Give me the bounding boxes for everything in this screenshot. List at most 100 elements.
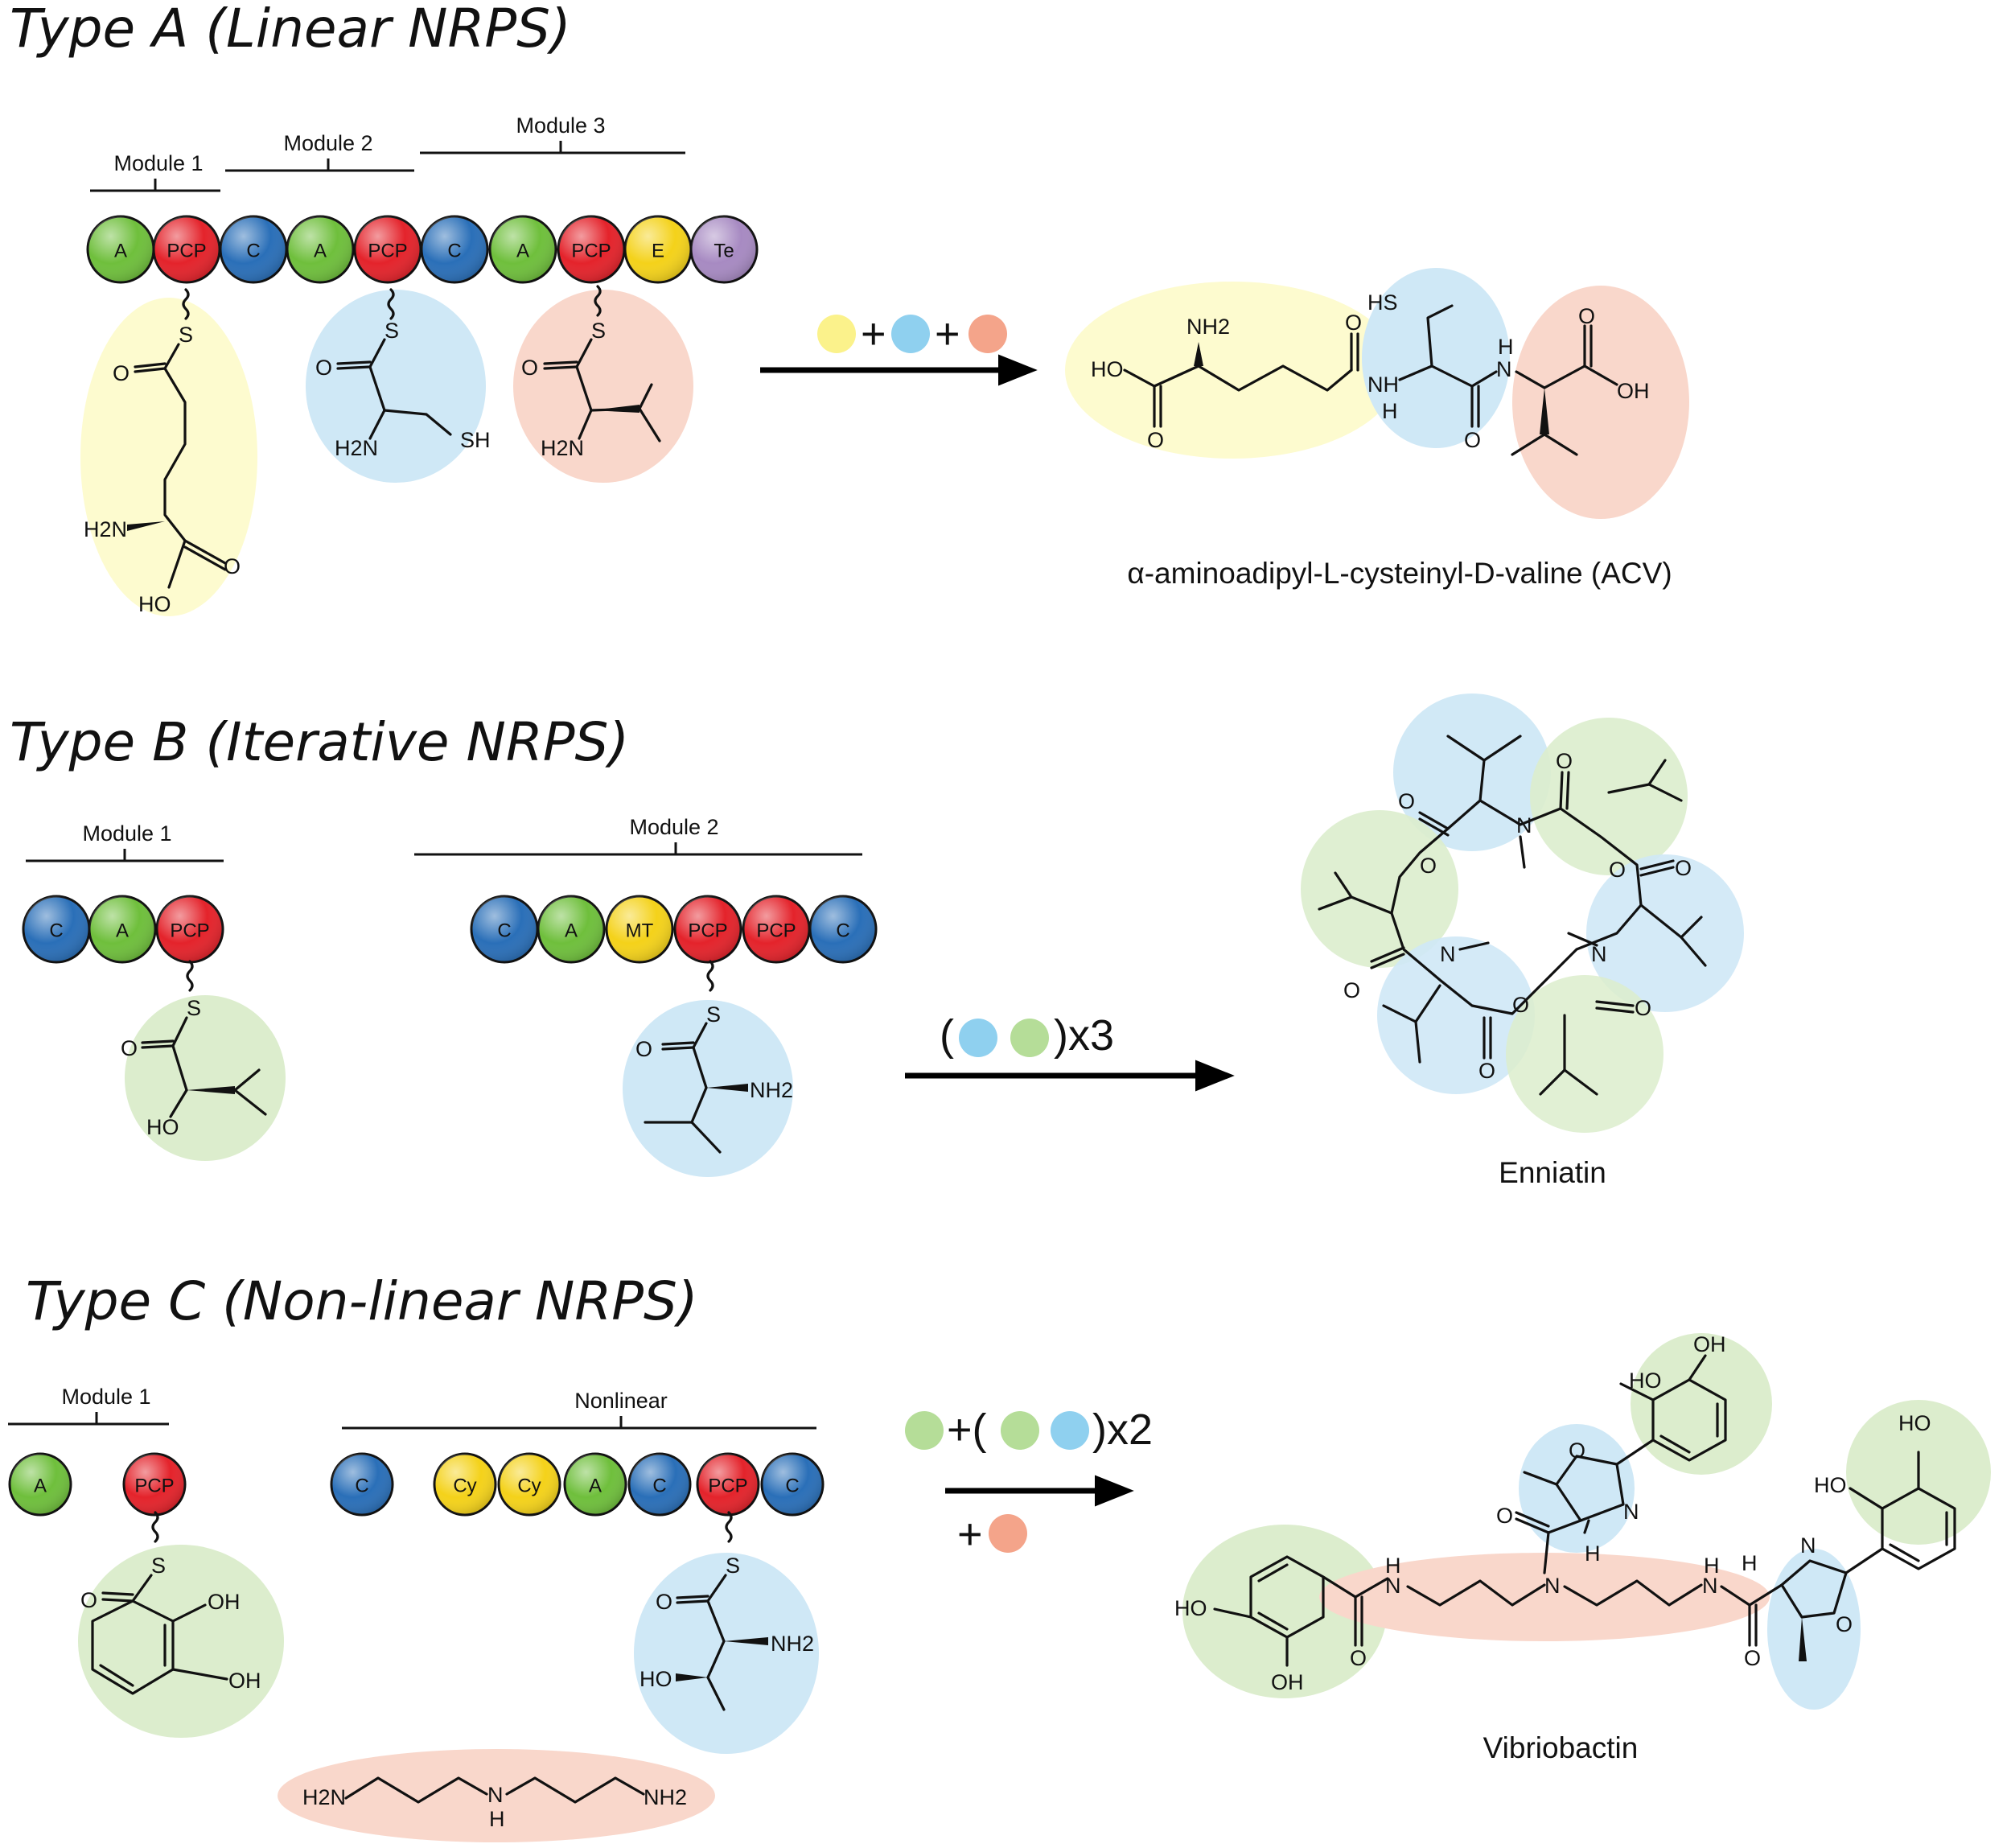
atom-label: O (1609, 858, 1626, 882)
green-substrate-dot (1010, 1019, 1049, 1057)
type-b-title: Type B (Iterative NRPS) (10, 711, 629, 773)
enniatin-product: O N O O N O O O N O O O (1301, 694, 1744, 1133)
atom-label: H2N (302, 1785, 346, 1809)
blue-substrate-dot (1051, 1411, 1089, 1450)
enniatin-product-name: Enniatin (1499, 1156, 1606, 1189)
domain-label: Cy (517, 1476, 541, 1497)
atom-label: N (1623, 1500, 1639, 1524)
domain-label: C (49, 920, 63, 942)
acv-product-name: α-aminoadipyl-L-cysteinyl-D-valine (ACV) (1127, 557, 1672, 590)
domain-label: Te (714, 241, 734, 262)
atom-label: N (1544, 1574, 1561, 1598)
pcp-linker (151, 1511, 159, 1543)
atom-label: O (1675, 856, 1692, 880)
domain-a-1: A (88, 895, 157, 964)
atom-label: O (224, 554, 241, 578)
atom-label: NH2 (771, 1632, 814, 1656)
atom-label: HS (1367, 290, 1398, 315)
dihydroxybenzoyl-substrate: S O OH OH (80, 1554, 261, 1695)
salmon-substrate-dot (968, 315, 1007, 353)
atom-label: OH (1271, 1670, 1304, 1694)
pcp-linker (725, 1511, 733, 1543)
domain-a-3: A (286, 215, 355, 284)
acv-product: NH2 HO O O NH H HS O H N O OH (1065, 268, 1689, 519)
domain-pcp-1: PCP (122, 1452, 187, 1517)
type-c-reaction: +( )x2 + (905, 1406, 1153, 1558)
atom-label: O (521, 356, 538, 380)
domain-pcp-3: PCP (673, 895, 742, 964)
domain-a-0: A (8, 1452, 72, 1517)
domain-c-5: C (420, 215, 489, 284)
repeat-close: )x3 (1054, 1011, 1114, 1060)
domain-mt-2: MT (605, 895, 674, 964)
domain-c-5: C (808, 895, 878, 964)
type-b-module-2-label: Module 2 (629, 815, 718, 839)
domain-c-4: C (627, 1452, 692, 1517)
atom-label: N (1516, 813, 1532, 838)
domain-label: PCP (708, 1476, 747, 1497)
vibriobactin-product-name: Vibriobactin (1483, 1731, 1639, 1764)
atom-label: O (1350, 1646, 1367, 1670)
atom-label: O (1345, 311, 1362, 335)
atom-label: O (1478, 1059, 1495, 1083)
type-a-module-3-label: Module 3 (516, 113, 605, 138)
atom-label: NH (1367, 372, 1399, 397)
plus-sign: + (861, 310, 886, 358)
domain-label: E (652, 241, 664, 262)
domain-c-0: C (470, 895, 539, 964)
type-a-module-2-bracket: Module 2 (225, 131, 414, 172)
type-a-title: Type A (Linear NRPS) (10, 0, 571, 60)
type-a-module-2-label: Module 2 (283, 131, 372, 155)
atom-label: H (1498, 335, 1514, 359)
domain-pcp-1: PCP (152, 215, 221, 284)
atom-label: HO (1814, 1473, 1847, 1497)
atom-label: HO (1629, 1369, 1662, 1393)
pcp-linker (186, 960, 194, 992)
type-b-module-1-bracket: Module 1 (26, 821, 224, 862)
domain-pcp-4: PCP (353, 215, 422, 284)
aminoadipyl-substrate: S O H2N O HO (84, 323, 241, 616)
atom-label: H (1585, 1541, 1601, 1566)
aminoadipate-blob (80, 298, 257, 616)
domain-pcp-7: PCP (557, 215, 626, 284)
atom-label: N (1440, 942, 1456, 966)
atom-label: O (1398, 789, 1415, 813)
type-a-reaction: + + (760, 310, 1038, 386)
atom-label: O (1836, 1612, 1853, 1636)
atom-label: O (1556, 749, 1573, 773)
domain-label: C (246, 241, 260, 262)
domain-pcp-4: PCP (742, 895, 811, 964)
domain-label: PCP (368, 241, 407, 262)
atom-label: OH (228, 1669, 261, 1693)
atom-label: S (591, 319, 606, 343)
atom-label: HO (138, 592, 171, 616)
domain-label: C (785, 1476, 799, 1497)
type-c-module-1-label: Module 1 (61, 1385, 150, 1409)
domain-label: C (652, 1476, 666, 1497)
atom-label: O (113, 361, 130, 385)
atom-label: OH (1617, 379, 1650, 403)
type-a-module-1-bracket: Module 1 (90, 151, 220, 192)
domain-label: A (314, 241, 327, 262)
domain-te-9: Te (689, 215, 759, 284)
repeat-close: )x2 (1092, 1406, 1153, 1454)
atom-label: S (187, 996, 201, 1020)
domain-a-0: A (86, 215, 155, 284)
atom-label: NH2 (750, 1078, 793, 1102)
domain-label: PCP (571, 241, 611, 262)
atom-label: O (656, 1590, 672, 1614)
domain-c-0: C (22, 895, 91, 964)
norspermidine-blob (278, 1749, 715, 1842)
atom-label: H (1382, 399, 1398, 423)
cysteine-blob (306, 290, 486, 483)
domain-label: C (447, 241, 461, 262)
blue-substrate-dot (891, 315, 930, 353)
plus-sign: + (957, 1510, 983, 1558)
atom-label: OH (208, 1590, 241, 1614)
atom-label: N (1702, 1574, 1718, 1598)
domain-label: A (34, 1476, 47, 1497)
